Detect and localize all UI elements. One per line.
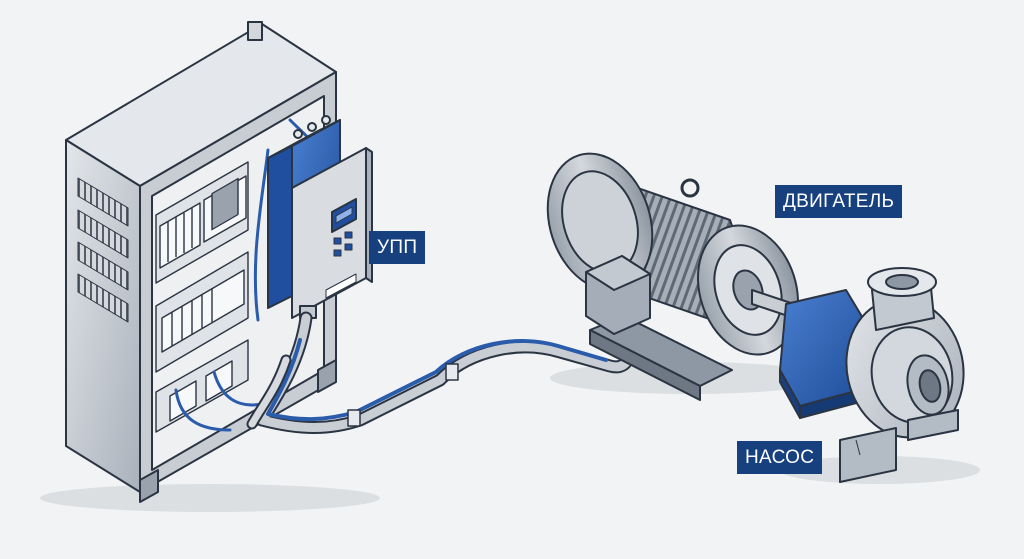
label-soft-starter: УПП [369,231,426,264]
label-pump: НАСОС [737,441,823,474]
electric-motor [546,152,807,401]
label-motor: ДВИГАТЕЛЬ [775,185,903,218]
centrifugal-pump [779,267,965,483]
soft-starter-unit [267,115,373,319]
conduit-cable [246,311,637,434]
pump-leader [855,439,861,456]
